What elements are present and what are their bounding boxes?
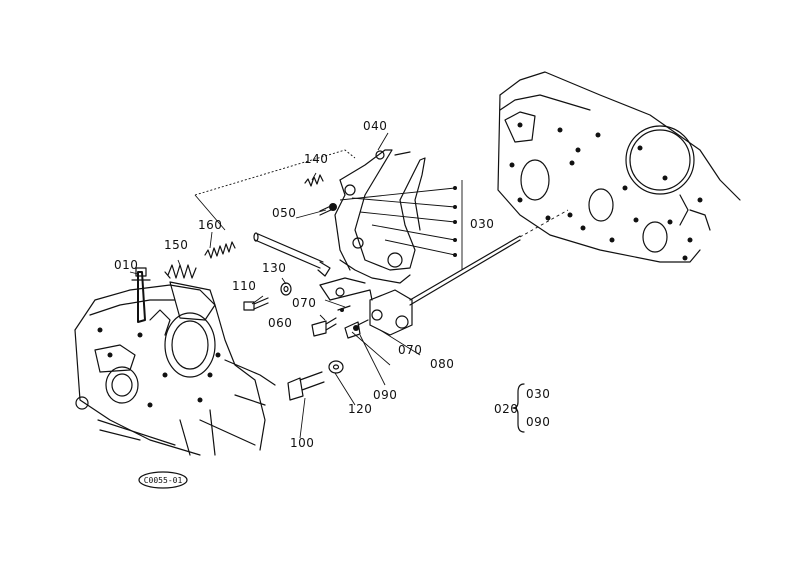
- spring-150: [164, 264, 197, 279]
- kit-legend: 020 030 090: [494, 383, 550, 433]
- part-labels: 040 140 050 030 160 150 010 130 110 070 …: [114, 119, 494, 450]
- bolt-110: [243, 297, 269, 311]
- part-label-160: 160: [198, 218, 222, 232]
- part-label-080: 080: [430, 357, 454, 371]
- bolt-070a: [337, 305, 351, 312]
- drawing-code: C0055-01: [138, 471, 188, 489]
- part-label-140: 140: [304, 152, 328, 166]
- part-label-120: 120: [348, 402, 372, 416]
- part-label-100: 100: [290, 436, 314, 450]
- bolt-100: [287, 371, 325, 401]
- part-label-130: 130: [262, 261, 286, 275]
- nut-090: [353, 325, 359, 331]
- bolt-070b: [344, 319, 369, 339]
- part-label-070a: 070: [292, 296, 316, 310]
- kit-parent-label: 020: [494, 402, 518, 416]
- spring-160: [204, 241, 236, 259]
- part-label-070b: 070: [398, 343, 422, 357]
- kit-child-label-1: 030: [526, 387, 550, 401]
- washer-130: [280, 282, 292, 296]
- part-label-030: 030: [470, 217, 494, 231]
- governor-lever-assembly: [194, 149, 521, 336]
- kit-brace: [512, 383, 525, 433]
- part-label-040: 040: [363, 119, 387, 133]
- kit-child-label-2: 090: [526, 415, 550, 429]
- engine-block-right: [497, 71, 741, 263]
- rod-050: [253, 203, 337, 277]
- part-label-150: 150: [164, 238, 188, 252]
- part-label-060: 060: [268, 316, 292, 330]
- washer-120: [328, 360, 344, 374]
- engine-block-left: [74, 281, 276, 456]
- bolt-060: [311, 317, 337, 337]
- part-label-050: 050: [272, 206, 296, 220]
- part-label-010: 010: [114, 258, 138, 272]
- drawing-code-label: C0055-01: [144, 476, 183, 485]
- leader-lines: [129, 132, 421, 439]
- part-label-110: 110: [232, 279, 256, 293]
- shaft-010: [131, 267, 151, 323]
- part-label-090: 090: [373, 388, 397, 402]
